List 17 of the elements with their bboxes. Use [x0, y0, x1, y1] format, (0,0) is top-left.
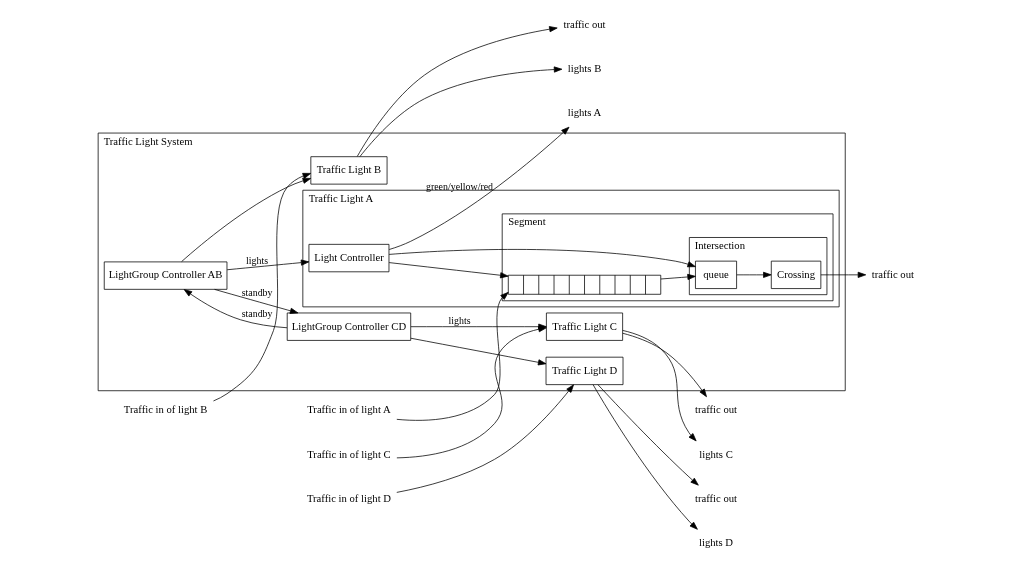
node-text: traffic out: [871, 267, 914, 280]
edge-label: green/yellow/red: [425, 180, 494, 192]
node-text: lights B: [567, 61, 602, 74]
node-text: lights C: [699, 447, 733, 460]
node-text: Traffic in of light B: [123, 403, 208, 416]
node-text: lights A: [567, 106, 602, 119]
edge-label: lights: [448, 314, 471, 326]
node-text: Traffic in of light A: [307, 403, 391, 416]
node-text: traffic out: [694, 403, 738, 416]
node-text: lights D: [699, 536, 734, 549]
edge-label: lights: [246, 254, 269, 266]
node-text: Traffic in of light D: [306, 491, 391, 504]
node-text: traffic out: [694, 491, 738, 504]
edge-label: standby: [241, 286, 273, 298]
node-text: traffic out: [563, 17, 606, 30]
edge-label: standby: [241, 308, 273, 320]
node-text: Traffic in of light C: [307, 447, 391, 460]
